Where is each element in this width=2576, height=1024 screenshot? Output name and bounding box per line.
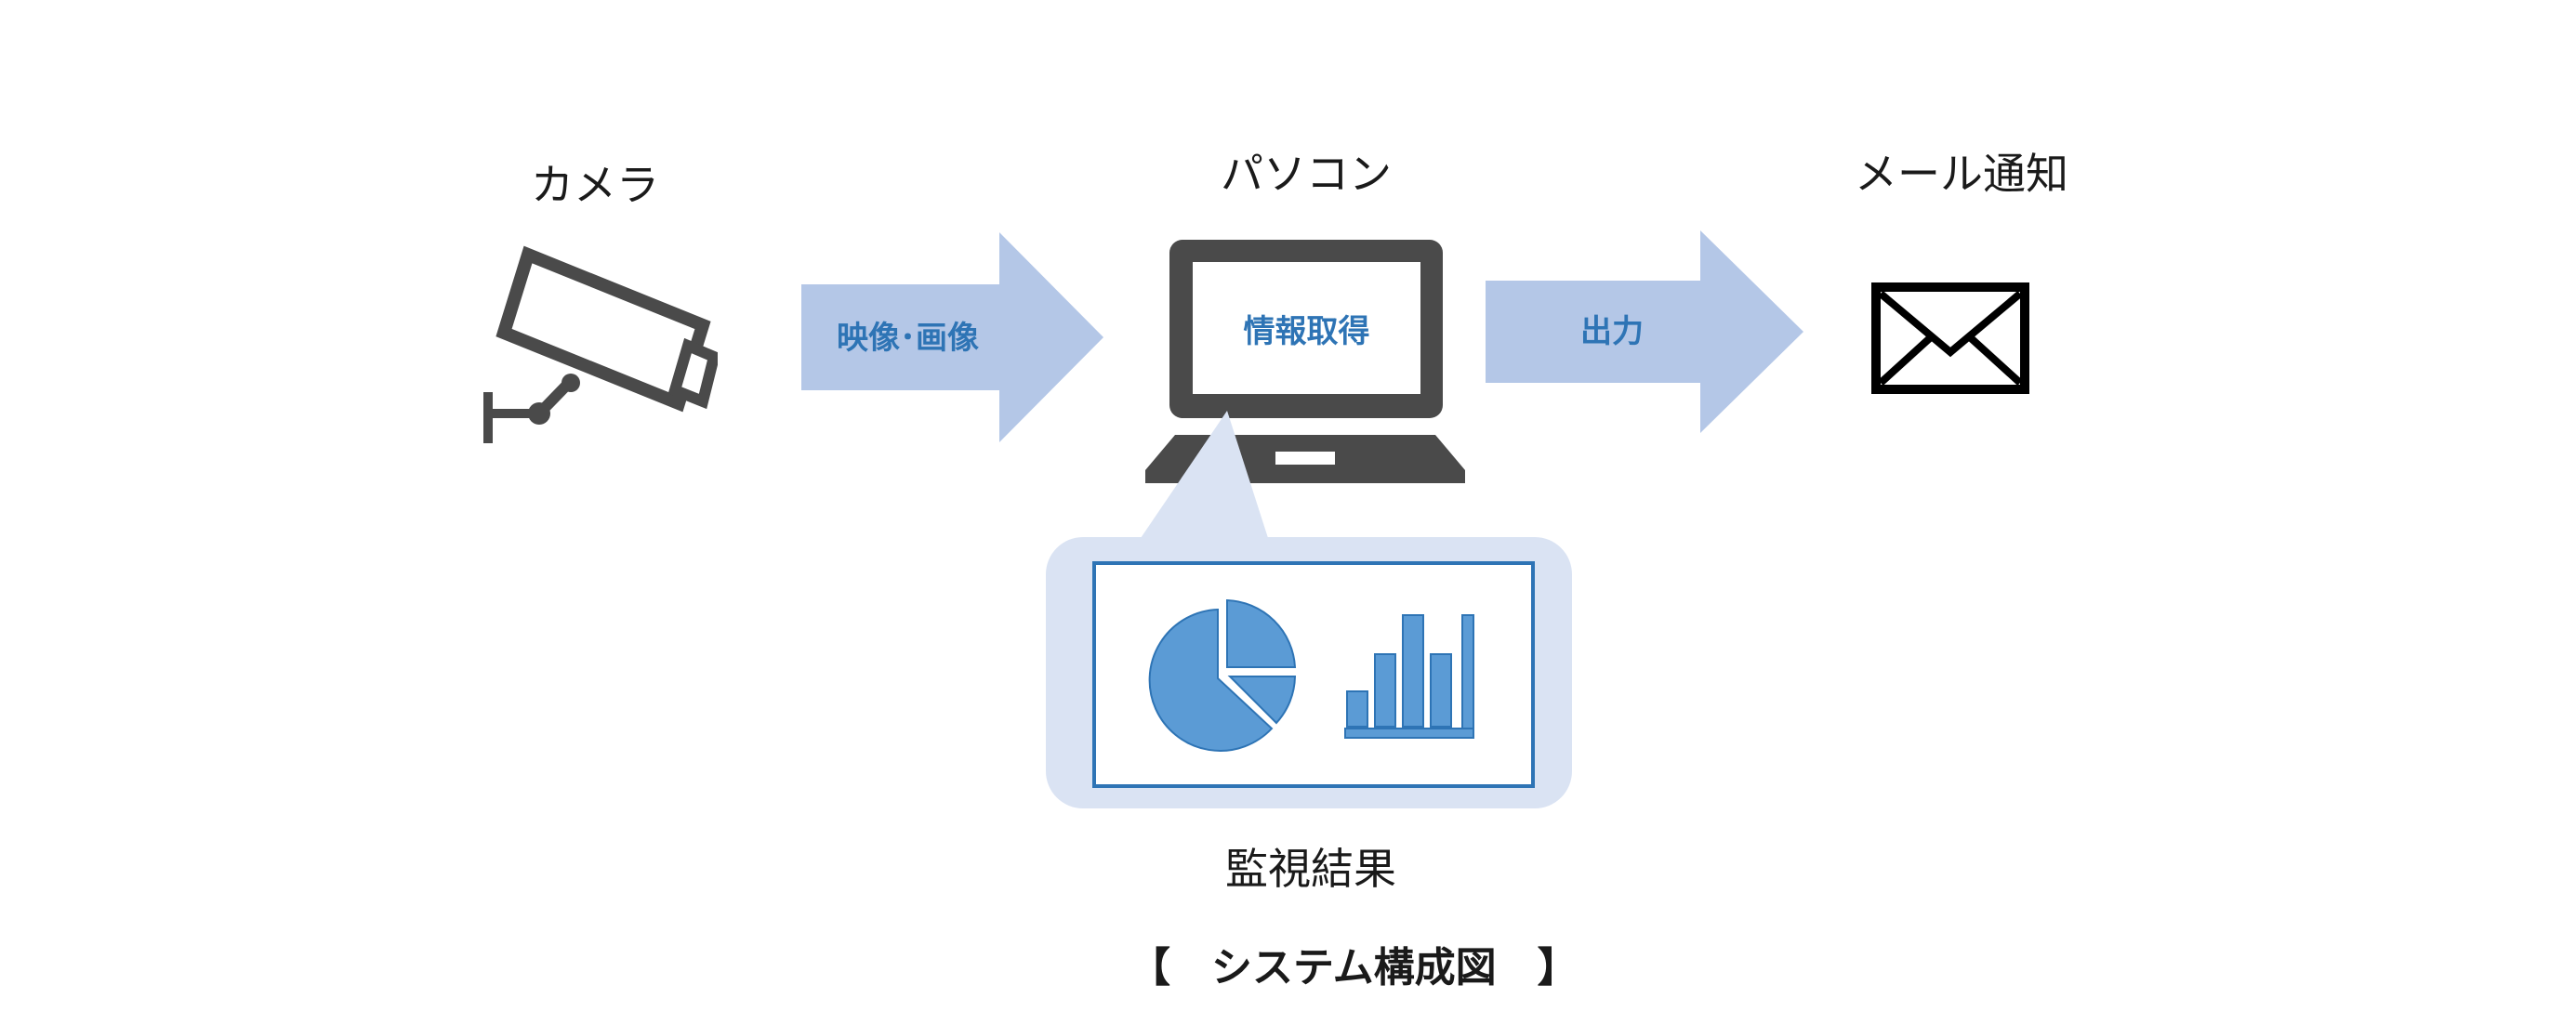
arrow-camera-to-pc-label: 映像･画像 [837,320,979,357]
mail-label: メール通知 [1855,149,2068,199]
diagram-caption: 【 システム構成図 】 [1129,944,1579,991]
security-camera-icon [476,243,721,448]
pc-screen-text: 情報取得 [1243,313,1370,350]
arrow-camera-to-pc [801,232,1103,442]
monitor-label: 監視結果 [1225,844,1396,894]
envelope-icon [1871,282,2029,394]
monitor-bubble [1046,409,1572,808]
arrow-pc-to-mail-label: 出力 [1580,313,1644,350]
pie-chart-icon [1148,598,1297,752]
arrow-pc-to-mail [1486,230,1803,433]
bar-chart-icon [1344,614,1474,739]
pc-label: パソコン [1221,149,1392,199]
camera-label: カメラ [531,160,659,210]
